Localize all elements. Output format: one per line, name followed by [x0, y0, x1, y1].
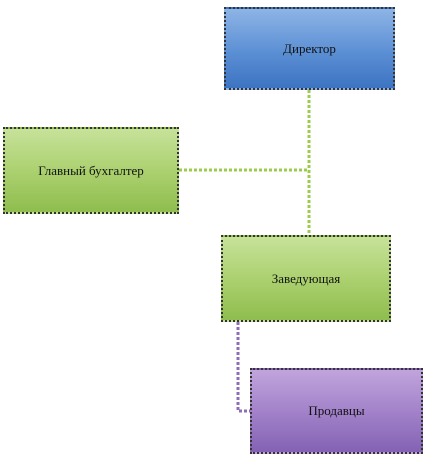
node-sellers-label: Продавцы — [308, 403, 365, 418]
node-sellers: Продавцы — [250, 368, 423, 454]
connector-manager-sellers — [236, 322, 250, 413]
node-chief-accountant-label: Главный бухгалтер — [38, 162, 144, 178]
node-director: Директор — [224, 7, 395, 90]
node-director-label: Директор — [283, 40, 336, 56]
node-chief-accountant: Главный бухгалтер — [3, 127, 179, 214]
node-manager-label: Заведующая — [271, 270, 341, 286]
node-manager: Заведующая — [221, 235, 391, 322]
